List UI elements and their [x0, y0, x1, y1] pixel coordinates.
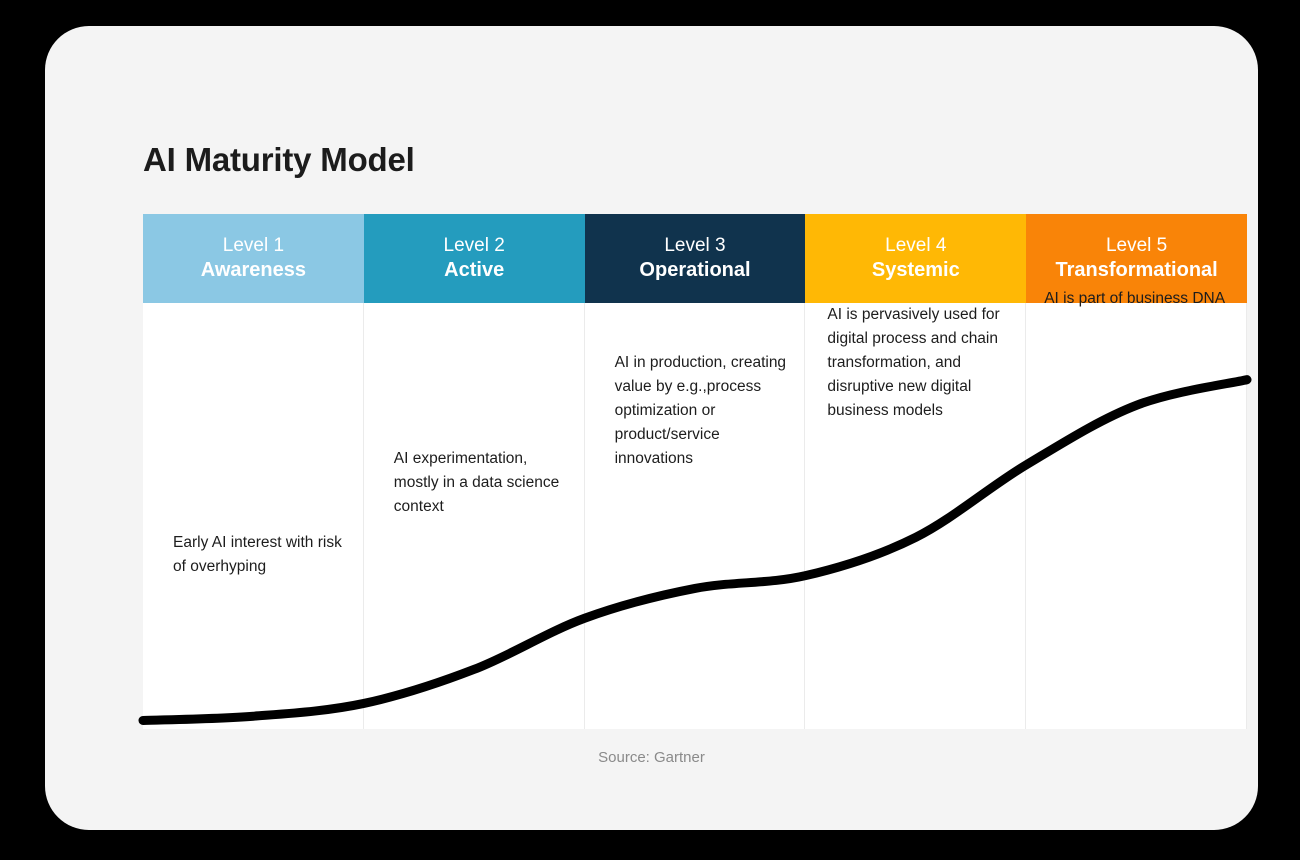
maturity-matrix: Level 1 Awareness Level 2 Active Level 3…	[138, 214, 1252, 729]
level-5-name: Transformational	[1055, 258, 1218, 281]
level-header-4[interactable]: Level 4 Systemic	[805, 214, 1027, 303]
level-2-description: AI experimentation, mostly in a data sci…	[393, 450, 560, 516]
source-caption: Source: Gartner	[598, 749, 705, 766]
level-1-name: Awareness	[200, 258, 307, 281]
level-column-5: AI is part of business DNA	[1026, 290, 1247, 729]
level-3-description: AI in production, creating value by e.g.…	[614, 354, 787, 468]
level-column-2: AI experimentation, mostly in a data sci…	[364, 303, 585, 729]
level-1-description: Early AI interest with risk of overhypin…	[173, 534, 342, 576]
level-2-name: Active	[444, 258, 505, 281]
maturity-model-card: AI Maturity Model Level 1 Awareness Leve…	[45, 26, 1258, 830]
level-4-number: Level 4	[885, 234, 947, 256]
level-header-2[interactable]: Level 2 Active	[363, 214, 585, 303]
level-5-number: Level 5	[1105, 234, 1168, 256]
level-header-1[interactable]: Level 1 Awareness	[143, 214, 364, 303]
page-title: AI Maturity Model	[143, 141, 415, 178]
level-header-3[interactable]: Level 3 Operational	[584, 214, 806, 303]
level-2-number: Level 2	[443, 234, 505, 256]
level-header-row: Level 1 Awareness Level 2 Active Level 3…	[143, 214, 1247, 303]
level-3-name: Operational	[639, 258, 751, 281]
level-5-description: AI is part of business DNA	[1044, 290, 1226, 307]
level-4-description: AI is pervasively used for digital proce…	[827, 306, 1000, 420]
level-body-row: Early AI interest with risk of overhypin…	[138, 290, 1252, 729]
level-1-number: Level 1	[222, 234, 285, 256]
level-header-5[interactable]: Level 5 Transformational	[1026, 214, 1247, 303]
level-column-4: AI is pervasively used for digital proce…	[805, 303, 1027, 729]
level-column-1: Early AI interest with risk of overhypin…	[143, 303, 364, 729]
level-column-3: AI in production, creating value by e.g.…	[585, 303, 806, 729]
level-3-number: Level 3	[664, 234, 726, 256]
level-4-name: Systemic	[871, 258, 960, 281]
